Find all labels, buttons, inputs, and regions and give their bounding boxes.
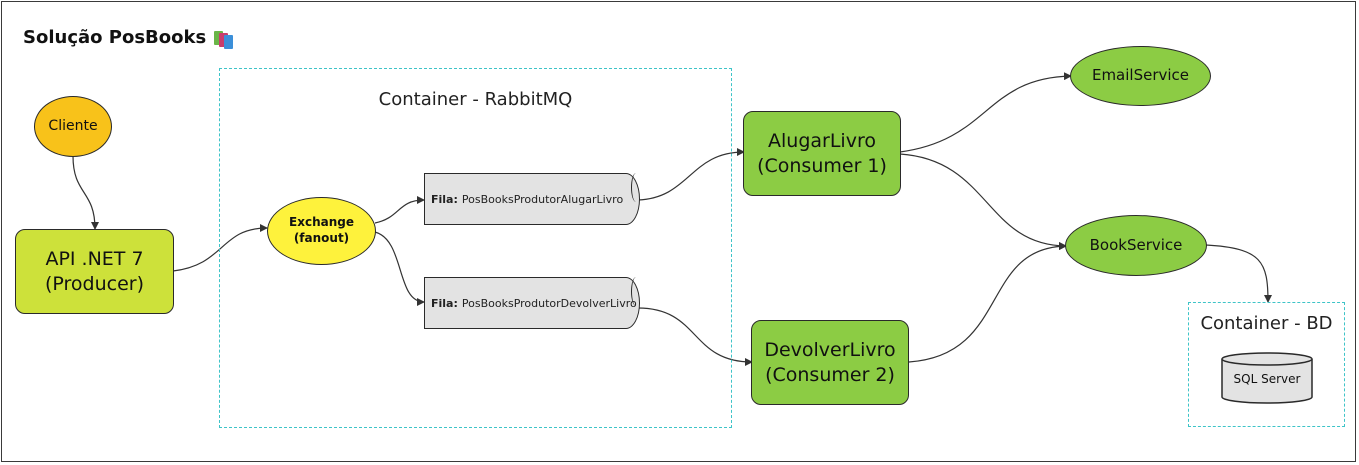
edge-alugar-to-bookservice (899, 153, 1067, 250)
diagram-title: Solução PosBooks (23, 27, 236, 49)
container-bd (1188, 302, 1345, 427)
node-cliente-label: Cliente (48, 118, 98, 135)
node-alugar-livro: AlugarLivro (Consumer 1) (743, 111, 901, 196)
edge-exchange-to-queue-alugar (374, 196, 425, 224)
node-email-service-label: EmailService (1091, 66, 1190, 85)
database-label: SQL Server (1233, 372, 1301, 386)
queue-alugar-name: PosBooksProdutorAlugarLivro (461, 192, 624, 206)
title-text: Solução PosBooks (23, 27, 207, 48)
node-api-line2: (Producer) (44, 272, 145, 295)
node-book-service: BookService (1065, 215, 1207, 276)
edge-alugar-to-emailservice (899, 72, 1072, 153)
node-exchange: Exchange (fanout) (267, 197, 376, 265)
node-devolver-line1: DevolverLivro (764, 338, 896, 361)
edge-devolver-to-bookservice (908, 242, 1067, 363)
node-alugar-line2: (Consumer 1) (757, 154, 887, 177)
container-rabbitmq (219, 68, 732, 428)
node-api-producer: API .NET 7 (Producer) (15, 229, 174, 314)
edge-bookservice-to-bd (1205, 244, 1272, 303)
node-email-service: EmailService (1070, 46, 1211, 106)
books-icon (214, 28, 236, 49)
edge-queue-alugar-to-alugar (637, 148, 745, 201)
queue-devolver: Fila: PosBooksProdutorDevolverLivro (424, 276, 640, 329)
queue-alugar-prefix: Fila: (431, 192, 458, 206)
queue-alugar: Fila: PosBooksProdutorAlugarLivro (424, 172, 640, 225)
node-api-line1: API .NET 7 (45, 247, 144, 270)
node-exchange-line2: (fanout) (293, 231, 350, 245)
node-alugar-line1: AlugarLivro (768, 129, 876, 152)
node-exchange-line1: Exchange (289, 215, 354, 230)
container-bd-label: Container - BD (1200, 313, 1333, 334)
node-devolver-livro: DevolverLivro (Consumer 2) (751, 320, 909, 405)
node-devolver-line2: (Consumer 2) (765, 363, 895, 386)
node-cliente: Cliente (34, 96, 112, 157)
container-rabbitmq-label: Container - RabbitMQ (378, 89, 573, 110)
node-book-service-label: BookService (1089, 235, 1183, 254)
edge-api-to-exchange (172, 224, 268, 272)
database-icon (1221, 352, 1313, 404)
edge-queue-devolver-to-devolver (637, 307, 753, 366)
queue-devolver-name: PosBooksProdutorDevolverLivro (461, 296, 637, 310)
edge-cliente-to-api (72, 155, 99, 230)
queue-devolver-prefix: Fila: (431, 296, 458, 310)
edge-exchange-to-queue-devolver (374, 231, 425, 306)
